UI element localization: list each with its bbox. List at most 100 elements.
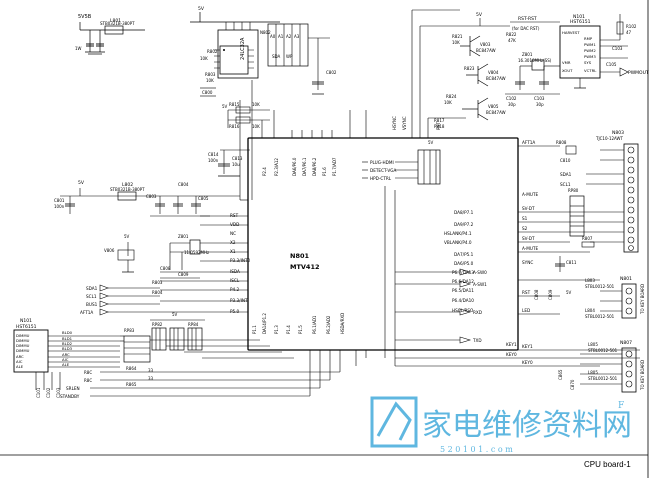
svg-text:C808: C808 <box>534 289 539 300</box>
svg-text:BC847AW: BC847AW <box>486 76 506 81</box>
svg-text:Z801: Z801 <box>178 234 189 239</box>
svg-text:P1.6: P1.6 <box>322 167 327 176</box>
svg-text:33: 33 <box>148 368 154 373</box>
svg-text:BLD2: BLD2 <box>62 341 73 346</box>
svg-text:AFT1A: AFT1A <box>80 310 93 315</box>
svg-text:R804: R804 <box>152 290 163 295</box>
right-net-labels: A-MUTE SV-DT S1 S2 SV-DT A-MUTE SYNC RST… <box>522 192 539 365</box>
cap-block-c814: C814 100n C813 10u <box>208 149 250 177</box>
svg-text:R8C: R8C <box>84 370 92 375</box>
svg-text:VMR: VMR <box>562 60 571 65</box>
svg-text:RST: RST <box>436 122 441 130</box>
svg-text:5V: 5V <box>566 290 572 295</box>
svg-text:DA9/P7.2: DA9/P7.2 <box>454 222 474 227</box>
svg-text:ALE: ALE <box>16 364 24 369</box>
svg-text:N801: N801 <box>620 276 632 282</box>
svg-text:R821: R821 <box>452 34 463 39</box>
svg-text:C810: C810 <box>560 158 571 163</box>
eeprom-part: 24LC32A <box>240 37 246 60</box>
svg-text:11.0592MHz: 11.0592MHz <box>184 250 209 255</box>
cap-label: 1W <box>75 46 82 51</box>
svg-text:TO KEY BOARD: TO KEY BOARD <box>640 360 645 391</box>
svg-text:47K: 47K <box>508 38 516 43</box>
svg-text:P2.3/A12: P2.3/A12 <box>274 158 279 176</box>
svg-text:RP80: RP80 <box>568 188 579 193</box>
svg-text:VCTRL: VCTRL <box>584 68 597 73</box>
svg-text:STBL0012-501: STBL0012-501 <box>588 348 618 353</box>
svg-text:C103: C103 <box>56 387 61 398</box>
svg-text:V804: V804 <box>488 70 499 75</box>
transistor-ref: V803 <box>480 42 491 47</box>
bottom-left-nets: R8C R8C SRLEN STANDBY R864 R865 33 33 <box>60 366 340 399</box>
watermark-text: 家电维修资料网 <box>422 408 632 443</box>
transistor-v805: V805 BC847AW R817 R818 <box>434 97 506 129</box>
svg-text:ALE: ALE <box>62 362 70 367</box>
svg-text:STANDBY: STANDBY <box>60 394 80 399</box>
svg-text:5V: 5V <box>172 312 178 317</box>
svg-text:RMP: RMP <box>584 36 593 41</box>
svg-text:100n: 100n <box>54 204 65 209</box>
svg-text:5V: 5V <box>78 180 85 186</box>
svg-text:C105: C105 <box>606 62 617 67</box>
svg-text:C870: C870 <box>570 379 575 390</box>
page-footer-label: CPU board-1 <box>584 460 631 469</box>
connector-n803: N803 TJC10-12AWT SDA1 SCL1 RP80 R807 C81… <box>555 130 639 272</box>
svg-text:P2.4: P2.4 <box>262 167 267 176</box>
svg-text:R823: R823 <box>464 66 475 71</box>
svg-text:NC: NC <box>230 231 236 236</box>
svg-text:A3: A3 <box>294 34 300 39</box>
svg-text:L802: L802 <box>122 182 133 188</box>
crystal-z801: Z801 11.0592MHz C808 C809 <box>160 234 209 279</box>
transistor-part: BC847AW <box>476 48 496 53</box>
svg-text:X2: X2 <box>230 240 236 245</box>
svg-text:A-SW1: A-SW1 <box>473 282 487 287</box>
svg-text:C102: C102 <box>506 96 517 101</box>
svg-text:ARC: ARC <box>62 352 70 357</box>
left-ic-n101: N101 HST6151 DIMMU DIMMU DIMMU DIMMU ARC… <box>13 318 120 398</box>
inductor-ref: L801 <box>110 18 121 24</box>
svg-text:N807: N807 <box>620 340 632 346</box>
small-ic-n803: R802 10K R803 10K C800 <box>200 45 254 97</box>
svg-text:C101: C101 <box>36 387 41 398</box>
svg-text:P6.2/AD2: P6.2/AD2 <box>326 315 331 334</box>
svg-text:RST: RST <box>522 290 531 295</box>
reset-dac-block: 5V RST-RST (for DAC RST) V803 BC847AW R8… <box>450 12 649 107</box>
svg-text:DA14/P1.2: DA14/P1.2 <box>262 313 267 334</box>
svg-text:P1.3: P1.3 <box>274 325 279 334</box>
svg-text:RP83: RP83 <box>124 328 135 333</box>
svg-text:C102: C102 <box>46 387 51 398</box>
svg-text:R102: R102 <box>626 24 637 29</box>
svg-text:BLD0: BLD0 <box>62 330 73 335</box>
svg-text:TXD: TXD <box>472 338 482 343</box>
svg-text:C103: C103 <box>612 46 623 51</box>
svg-text:PLUG-HDMI: PLUG-HDMI <box>370 160 394 165</box>
svg-text:BUS1: BUS1 <box>86 302 98 307</box>
svg-text:VBLANK/P4.0: VBLANK/P4.0 <box>444 240 472 245</box>
resistor-arrays: RP83 RP82 5V RP84 <box>120 312 294 363</box>
svg-text:A-MUTE: A-MUTE <box>522 246 539 251</box>
svg-text:10K: 10K <box>206 78 214 83</box>
svg-text:PWM3: PWM3 <box>584 54 596 59</box>
mcu-ref: N801 <box>290 252 309 260</box>
svg-text:S2: S2 <box>522 226 528 231</box>
svg-text:DA8/P7.1: DA8/P7.1 <box>454 210 474 215</box>
svg-text:BLD3: BLD3 <box>62 346 73 351</box>
svg-text:DA7/P6.1: DA7/P6.1 <box>302 157 307 176</box>
rail-label: 5V5B <box>78 14 92 20</box>
svg-text:DETECT-VGA: DETECT-VGA <box>370 168 397 173</box>
svg-text:5V: 5V <box>428 140 434 145</box>
svg-text:PWM1: PWM1 <box>584 42 596 47</box>
svg-text:C805: C805 <box>198 196 209 201</box>
svg-text:R815: R815 <box>229 102 240 107</box>
svg-text:P6.1/AD1: P6.1/AD1 <box>312 315 317 334</box>
svg-text:S1: S1 <box>522 216 528 221</box>
svg-text:R8C: R8C <box>84 378 92 383</box>
svg-text:A2: A2 <box>286 34 292 39</box>
svg-text:KEY1: KEY1 <box>522 344 533 349</box>
svg-text:47: 47 <box>626 30 632 35</box>
svg-text:C813: C813 <box>232 156 243 161</box>
svg-text:AIC: AIC <box>62 357 69 362</box>
svg-text:SYNC: SYNC <box>522 260 533 265</box>
svg-text:SRLEN: SRLEN <box>66 386 80 391</box>
svg-text:HST6151: HST6151 <box>16 324 37 330</box>
